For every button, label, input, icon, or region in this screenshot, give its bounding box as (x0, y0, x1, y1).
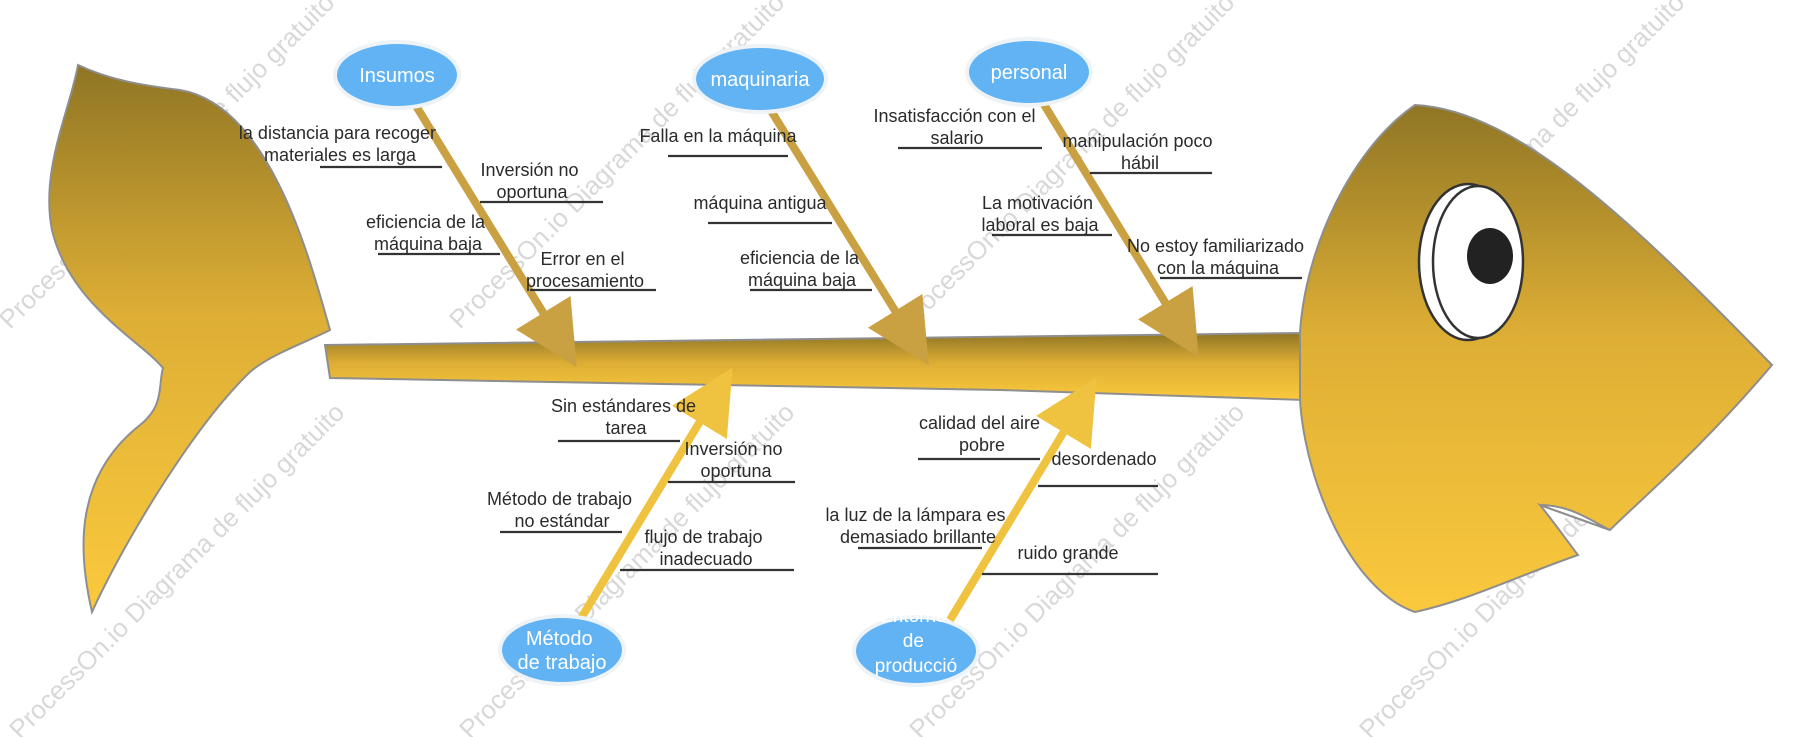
category-metodo-de-trabajo[interactable]: Método de trabajo (498, 614, 626, 686)
bone-personal (1036, 95, 1199, 358)
category-label: Insumos (359, 65, 435, 87)
fish-spine (323, 331, 1306, 402)
cause-label: la luz de la lámpara es demasiado brilla… (825, 505, 1010, 547)
fish-eye (1417, 182, 1525, 342)
bone-metodo (576, 367, 733, 623)
cause-label: Falla en la máquina (639, 126, 797, 146)
causes-metodo: Sin estándares de tarea Inversión no opo… (487, 396, 787, 569)
category-insumos[interactable]: Insumos (333, 40, 461, 110)
cause-label: eficiencia de la máquina baja (740, 248, 864, 290)
category-label: Entorno de producció (875, 606, 957, 677)
bone-insumos (409, 98, 577, 368)
cause-label: Inversión no oportuna (480, 160, 583, 202)
cause-label: manipulación poco hábil (1062, 131, 1217, 173)
bones-upper (409, 95, 1199, 368)
category-label: maquinaria (711, 69, 811, 91)
cause-label: eficiencia de la máquina baja (366, 212, 490, 254)
cause-label: desordenado (1051, 449, 1156, 469)
causes-insumos: la distancia para recoger materiales es … (239, 123, 644, 291)
cause-label: flujo de trabajo inadecuado (644, 527, 767, 569)
category-label: Método de trabajo (518, 628, 607, 674)
cause-label: Error en el procesamiento (526, 249, 644, 291)
category-entorno-de-produccion[interactable]: Entorno de producció (852, 606, 980, 687)
category-label: personal (991, 62, 1068, 84)
cause-underlines (320, 146, 1302, 576)
category-maquinaria[interactable]: maquinaria (692, 44, 828, 114)
cause-label: No estoy familiarizado con la máquina (1127, 236, 1309, 278)
causes-entorno: calidad del aire pobre desordenado la lu… (825, 413, 1156, 563)
fish-tail (48, 63, 332, 616)
bone-entorno (946, 377, 1097, 623)
cause-label: Inversión no oportuna (684, 439, 787, 481)
cause-label: Método de trabajo no estándar (487, 489, 637, 531)
cause-label: máquina antigua (693, 193, 827, 213)
causes-maquinaria: Falla en la máquina máquina antigua efic… (639, 126, 864, 290)
bone-maquinaria (761, 98, 929, 366)
bones-lower (576, 367, 1097, 623)
cause-label: Sin estándares de tarea (551, 396, 701, 438)
fish-mouth-notch (1539, 504, 1611, 531)
category-personal[interactable]: personal (965, 37, 1093, 107)
cause-label: calidad del aire pobre (919, 413, 1045, 455)
causes-personal: Insatisfacción con el salario manipulaci… (873, 106, 1309, 278)
cause-label: la distancia para recoger materiales es … (239, 123, 441, 165)
fish-head (1299, 103, 1774, 614)
cause-label: ruido grande (1017, 543, 1118, 563)
cause-label: Insatisfacción con el salario (873, 106, 1040, 148)
cause-label: La motivación laboral es baja (981, 193, 1099, 235)
